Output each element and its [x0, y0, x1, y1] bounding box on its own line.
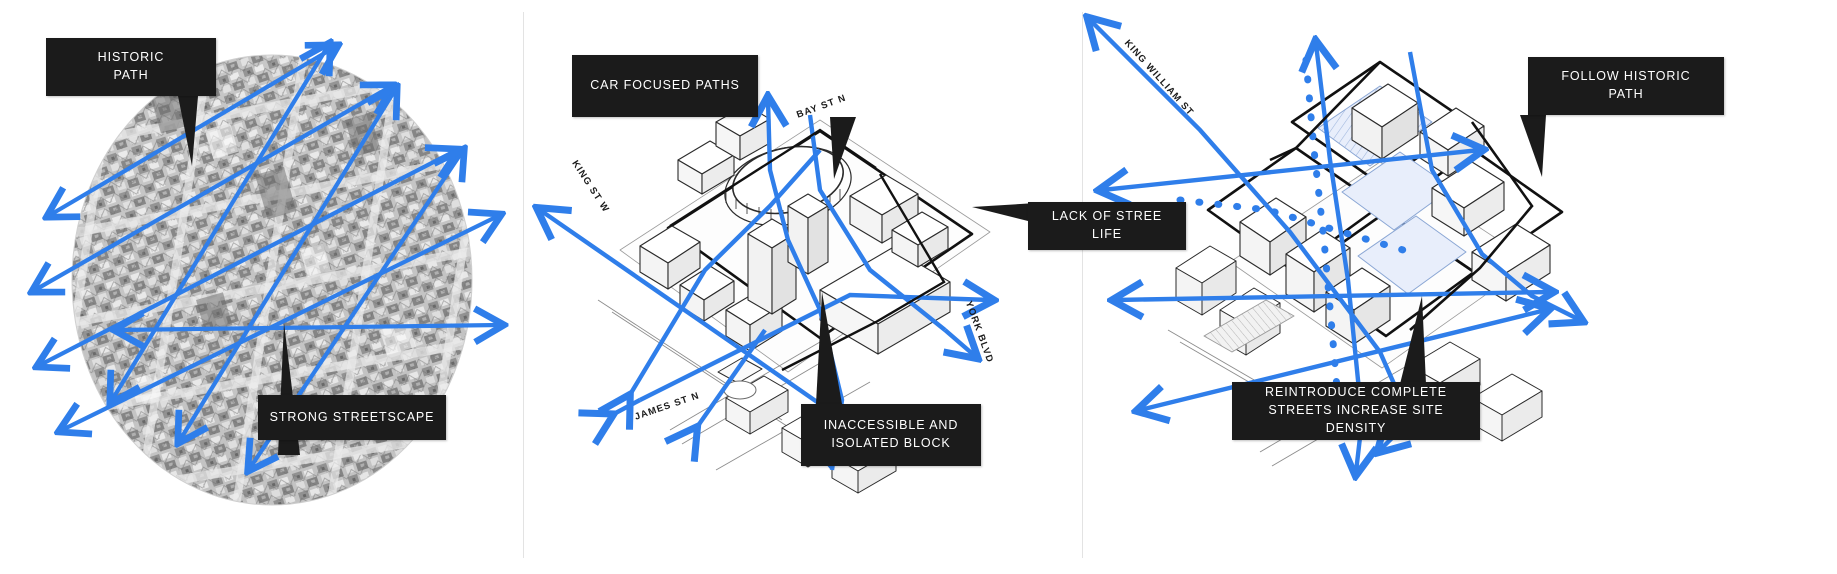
existing-axonometric-map	[597, 104, 991, 494]
callout-reintroduce-complete-streets-text: REINTRODUCE COMPLETE STREETS INCREASE SI…	[1265, 385, 1447, 435]
panel-divider-1	[523, 12, 524, 558]
car-focused-paths-callout-tail	[830, 117, 856, 179]
callout-car-focused-paths[interactable]: CAR FOCUSED PATHS	[572, 55, 758, 117]
callout-car-focused-paths-text: CAR FOCUSED PATHS	[590, 78, 740, 93]
callout-inaccessible-isolated-block-text: INACCESSIBLE AND ISOLATED BLOCK	[823, 418, 959, 450]
callout-historic-path-text: HISTORIC PATH	[97, 50, 165, 82]
callout-reintroduce-complete-streets[interactable]: REINTRODUCE COMPLETE STREETS INCREASE SI…	[1232, 382, 1480, 440]
panel-existing-conditions: KING ST W BAY ST N YORK BLVD JAMES ST N …	[520, 0, 1186, 574]
callout-lack-of-stree-life[interactable]: LACK OF STREE LIFE	[1028, 202, 1186, 250]
proposed-movement-and-route	[1080, 0, 1837, 574]
callout-historic-path[interactable]: HISTORIC PATH	[46, 38, 216, 96]
callout-follow-historic-path[interactable]: FOLLOW HISTORIC PATH	[1528, 57, 1724, 115]
panel-historic-context: HISTORIC PATH STRONG STREETSCAPE	[0, 0, 520, 574]
historic-path-callout-tail	[178, 96, 198, 166]
follow-historic-path-callout-tail	[1520, 115, 1546, 177]
callout-strong-streetscape-text: STRONG STREETSCAPE	[269, 409, 435, 424]
callout-lack-of-stree-life-text: LACK OF STREE LIFE	[1051, 209, 1163, 241]
panel-proposed-strategy: KING WILLIAM ST FOLLOW HISTORIC PATH REI…	[1080, 0, 1837, 574]
reintroduce-complete-streets-callout-tail	[1400, 296, 1426, 384]
callout-inaccessible-isolated-block[interactable]: INACCESSIBLE AND ISOLATED BLOCK	[801, 404, 981, 466]
panel-divider-2	[1082, 12, 1083, 558]
inaccessible-block-callout-tail	[816, 292, 842, 404]
callout-strong-streetscape[interactable]: STRONG STREETSCAPE	[258, 395, 446, 440]
callout-follow-historic-path-text: FOLLOW HISTORIC PATH	[1561, 69, 1691, 101]
existing-car-path-network	[520, 0, 1080, 574]
